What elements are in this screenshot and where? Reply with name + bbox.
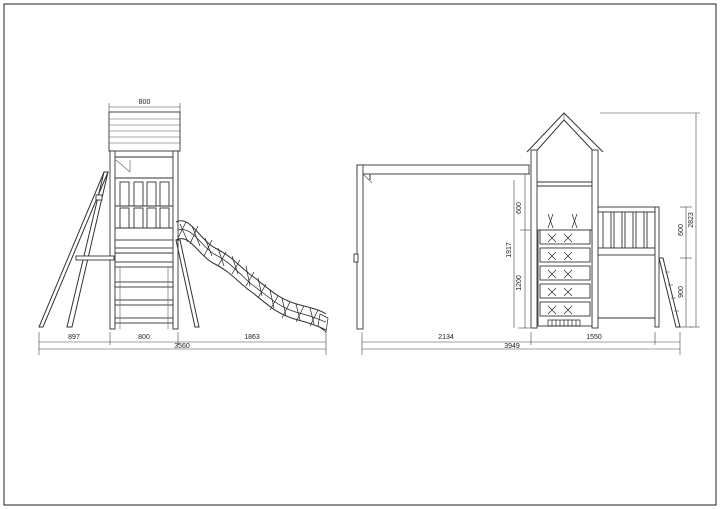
- dim-total-left: 3560: [174, 343, 190, 350]
- tower-roof: [526, 112, 604, 157]
- ladder: [114, 261, 174, 329]
- a-frame-legs: [38, 171, 200, 328]
- dim-1200: 1200: [516, 275, 523, 291]
- swing-beam: [353, 164, 530, 330]
- dim-600-right: 600: [678, 224, 685, 236]
- side-platform: [597, 206, 681, 328]
- deck: [114, 239, 174, 249]
- climbing-wall: [537, 213, 593, 327]
- tower-post-b: [591, 149, 599, 329]
- dim-600-upper: 600: [516, 202, 523, 214]
- right-elevation: 600 1917 1200 600 900 2823 2134 1550 394…: [353, 112, 700, 355]
- page-frame: [3, 3, 717, 506]
- dim-total-right: 3949: [504, 343, 520, 350]
- dim-1917: 1917: [506, 242, 513, 258]
- dim-tower-width: 800: [138, 334, 150, 341]
- dim-1550: 1550: [586, 334, 602, 341]
- roof-width-label: 800: [139, 99, 151, 106]
- tower-post-a: [530, 149, 538, 329]
- left-elevation: 800: [38, 99, 329, 355]
- vertical-dimensions: 600 1917 1200 600 900 2823: [506, 112, 700, 329]
- dim-900: 900: [678, 286, 685, 298]
- dim-left-leg: 897: [68, 334, 80, 341]
- roof: [108, 111, 181, 152]
- dim-swing-span: 2134: [438, 334, 454, 341]
- railing: [115, 181, 173, 229]
- slide: [175, 220, 329, 333]
- tower-post-left: [109, 150, 116, 330]
- dim-2823: 2823: [688, 212, 695, 228]
- dim-slide-length: 1863: [244, 334, 260, 341]
